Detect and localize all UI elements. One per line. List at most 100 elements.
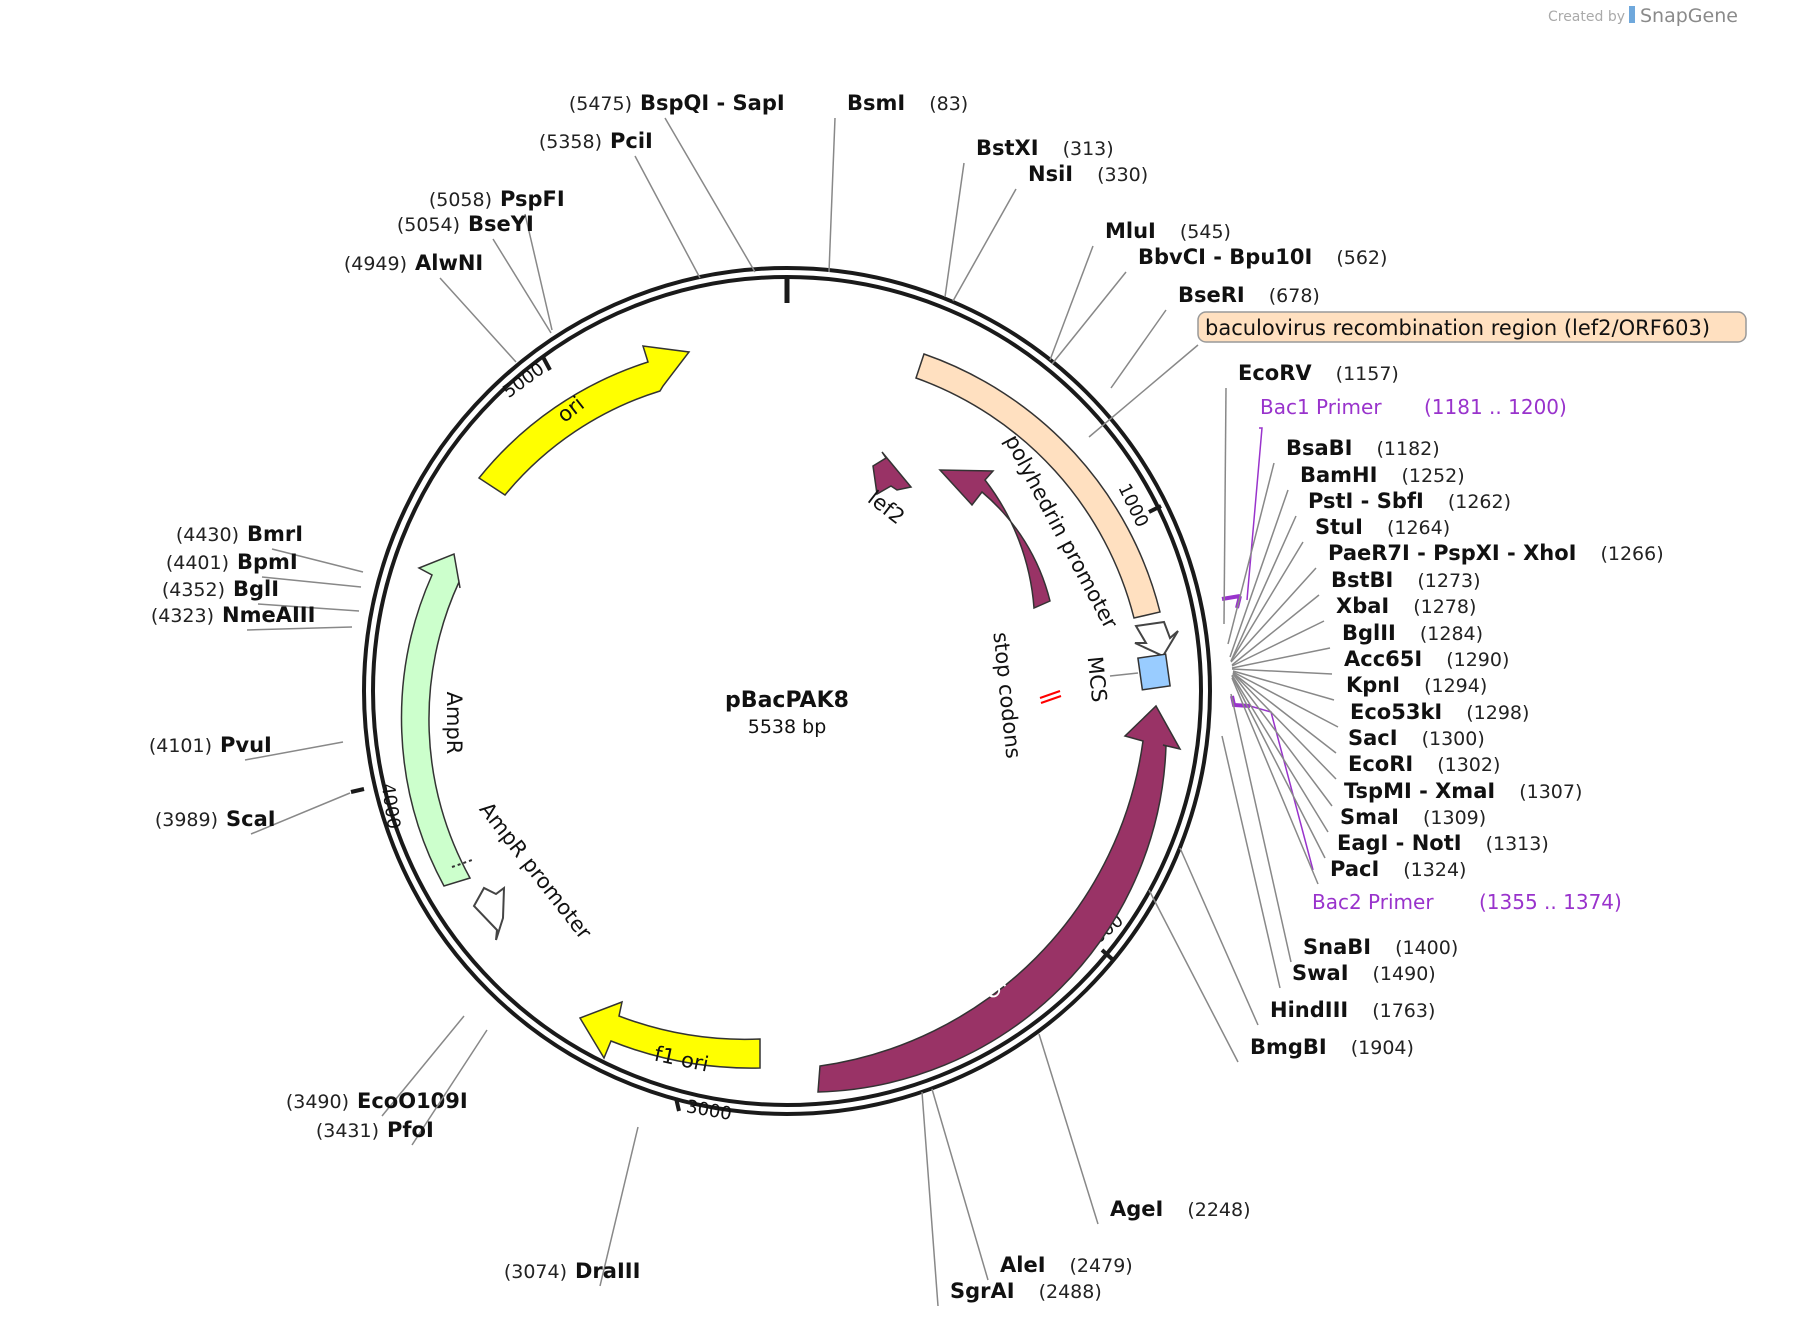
site-position: (3431) [316, 1120, 379, 1142]
site-position: (1324) [1403, 859, 1466, 881]
site-name: NmeAIII [222, 603, 315, 627]
bac2-primer-range: (1355 .. 1374) [1479, 890, 1622, 914]
site-position: (678) [1269, 285, 1320, 307]
site-position: (1307) [1519, 781, 1582, 803]
site-leader-line [411, 1029, 488, 1146]
site-paer7i: PaeR7I - PspXI - XhoI(1266) [1230, 541, 1664, 663]
site-leader-line [492, 238, 552, 334]
site-snabi: SnaBI(1400) [1230, 693, 1458, 963]
site-position: (1302) [1437, 754, 1500, 776]
lef2-label: lef2 [863, 486, 909, 529]
site-leader-line [257, 603, 360, 612]
site-position: (1904) [1351, 1037, 1414, 1059]
site-name: EcoO109I [357, 1089, 468, 1113]
site-position: (3074) [504, 1261, 567, 1283]
site-position: (1300) [1422, 728, 1485, 750]
plasmid-name: pBacPAK8 [725, 688, 849, 713]
site-position: (2248) [1187, 1199, 1250, 1221]
site-name: Eco53kI [1350, 700, 1442, 724]
site-position: (1273) [1417, 570, 1480, 592]
site-leader-line [1231, 668, 1333, 675]
site-leader-line [1231, 674, 1329, 833]
site-leader-line [1230, 541, 1304, 662]
site-name: BseYI [468, 212, 534, 236]
site-position: (1264) [1387, 517, 1450, 539]
site-bamhi: BamHI(1252) [1229, 463, 1465, 658]
site-position: (83) [929, 93, 968, 115]
stop-codon-mark-2 [1040, 695, 1062, 704]
site-position: (5358) [539, 131, 602, 153]
site-name: BspQI - SapI [640, 91, 785, 115]
site-leader-line [1231, 677, 1319, 885]
site-name: BamHI [1300, 463, 1377, 487]
site-leader-line [1232, 670, 1335, 701]
site-bsmi: BsmI(83) [828, 91, 968, 273]
site-bmri: BmrI(4430) [176, 522, 364, 573]
orf603-label: ORF603 [968, 512, 1030, 596]
site-leader-line [664, 117, 756, 273]
site-position: (2488) [1039, 1281, 1102, 1303]
site-position: (1290) [1446, 649, 1509, 671]
site-leader-line [1038, 1033, 1099, 1225]
site-name: BmgBI [1250, 1035, 1327, 1059]
site-name: SnaBI [1303, 935, 1371, 959]
site-xbai: XbaI(1278) [1231, 594, 1476, 667]
site-name: PvuI [220, 733, 272, 757]
site-alei: AleI(2479) [931, 1088, 1133, 1281]
site-leader-line [1231, 647, 1331, 669]
site-leader-line [1232, 673, 1333, 807]
site-leader-line [952, 188, 1017, 302]
site-bstxi: BstXI(313) [944, 136, 1114, 298]
site-leader-line [1148, 889, 1239, 1063]
site-bseyi: BseYI(5054) [397, 212, 552, 334]
polyhedrin-promoter-arrow [915, 353, 1161, 619]
site-leader-line [1232, 672, 1337, 754]
site-leader-line [439, 277, 517, 363]
site-leader-line [524, 213, 553, 331]
site-bglii: BglII(1284) [1231, 621, 1483, 669]
plasmid-length: 5538 bp [748, 716, 827, 738]
site-position: (5475) [569, 93, 632, 115]
site-position: (1309) [1423, 807, 1486, 829]
site-draiii: DraIII(3074) [504, 1126, 640, 1287]
site-name: SwaI [1292, 961, 1349, 985]
site-position: (3989) [155, 809, 218, 831]
site-bpmi: BpmI(4401) [166, 550, 362, 588]
site-eagi: EagI - NotI(1313) [1231, 675, 1549, 859]
site-leader-line [1232, 672, 1337, 780]
site-position: (562) [1336, 247, 1387, 269]
site-position: (313) [1063, 138, 1114, 160]
site-name: BseRI [1178, 283, 1245, 307]
site-leader-line [1051, 271, 1127, 365]
site-position: (5058) [429, 189, 492, 211]
site-hindiii: HindIII(1763) [1179, 847, 1435, 1026]
site-ecorv: EcoRV(1157) [1223, 361, 1399, 625]
site-name: NsiI [1028, 162, 1073, 186]
site-name: EcoRI [1348, 752, 1413, 776]
site-position: (4949) [344, 253, 407, 275]
site-leader-line [1231, 594, 1320, 666]
site-leader-line [1230, 515, 1297, 662]
site-position: (4430) [176, 524, 239, 546]
site-bstbi: BstBI (1273) [1231, 568, 1481, 666]
site-mlui: MluI(545) [1049, 219, 1231, 361]
site-name: BbvCI - Bpu10I [1138, 245, 1312, 269]
site-leader-line [250, 792, 351, 835]
site-name: BglII [1342, 621, 1396, 645]
site-bbvci: BbvCI - Bpu10I (562) [1051, 245, 1387, 365]
site-ecoo109i: EcoO109I(3490) [286, 1015, 468, 1117]
site-position: (1490) [1373, 963, 1436, 985]
site-saci: SacI(1300) [1232, 672, 1485, 754]
mcs-box [1137, 653, 1171, 691]
site-leader-line [931, 1088, 989, 1281]
site-name: PaeR7I - PspXI - XhoI [1328, 541, 1576, 565]
site-name: BstBI [1331, 568, 1393, 592]
site-name: AleI [1000, 1253, 1046, 1277]
tick-label-5000: 5000 [499, 359, 548, 403]
site-leader-line [1179, 847, 1259, 1026]
stop-codons-label: stop codons [988, 631, 1025, 760]
site-name: StuI [1315, 515, 1363, 539]
site-paci: PacI(1324) [1231, 677, 1466, 885]
site-pspfi: PspFI(5058) [429, 187, 565, 331]
